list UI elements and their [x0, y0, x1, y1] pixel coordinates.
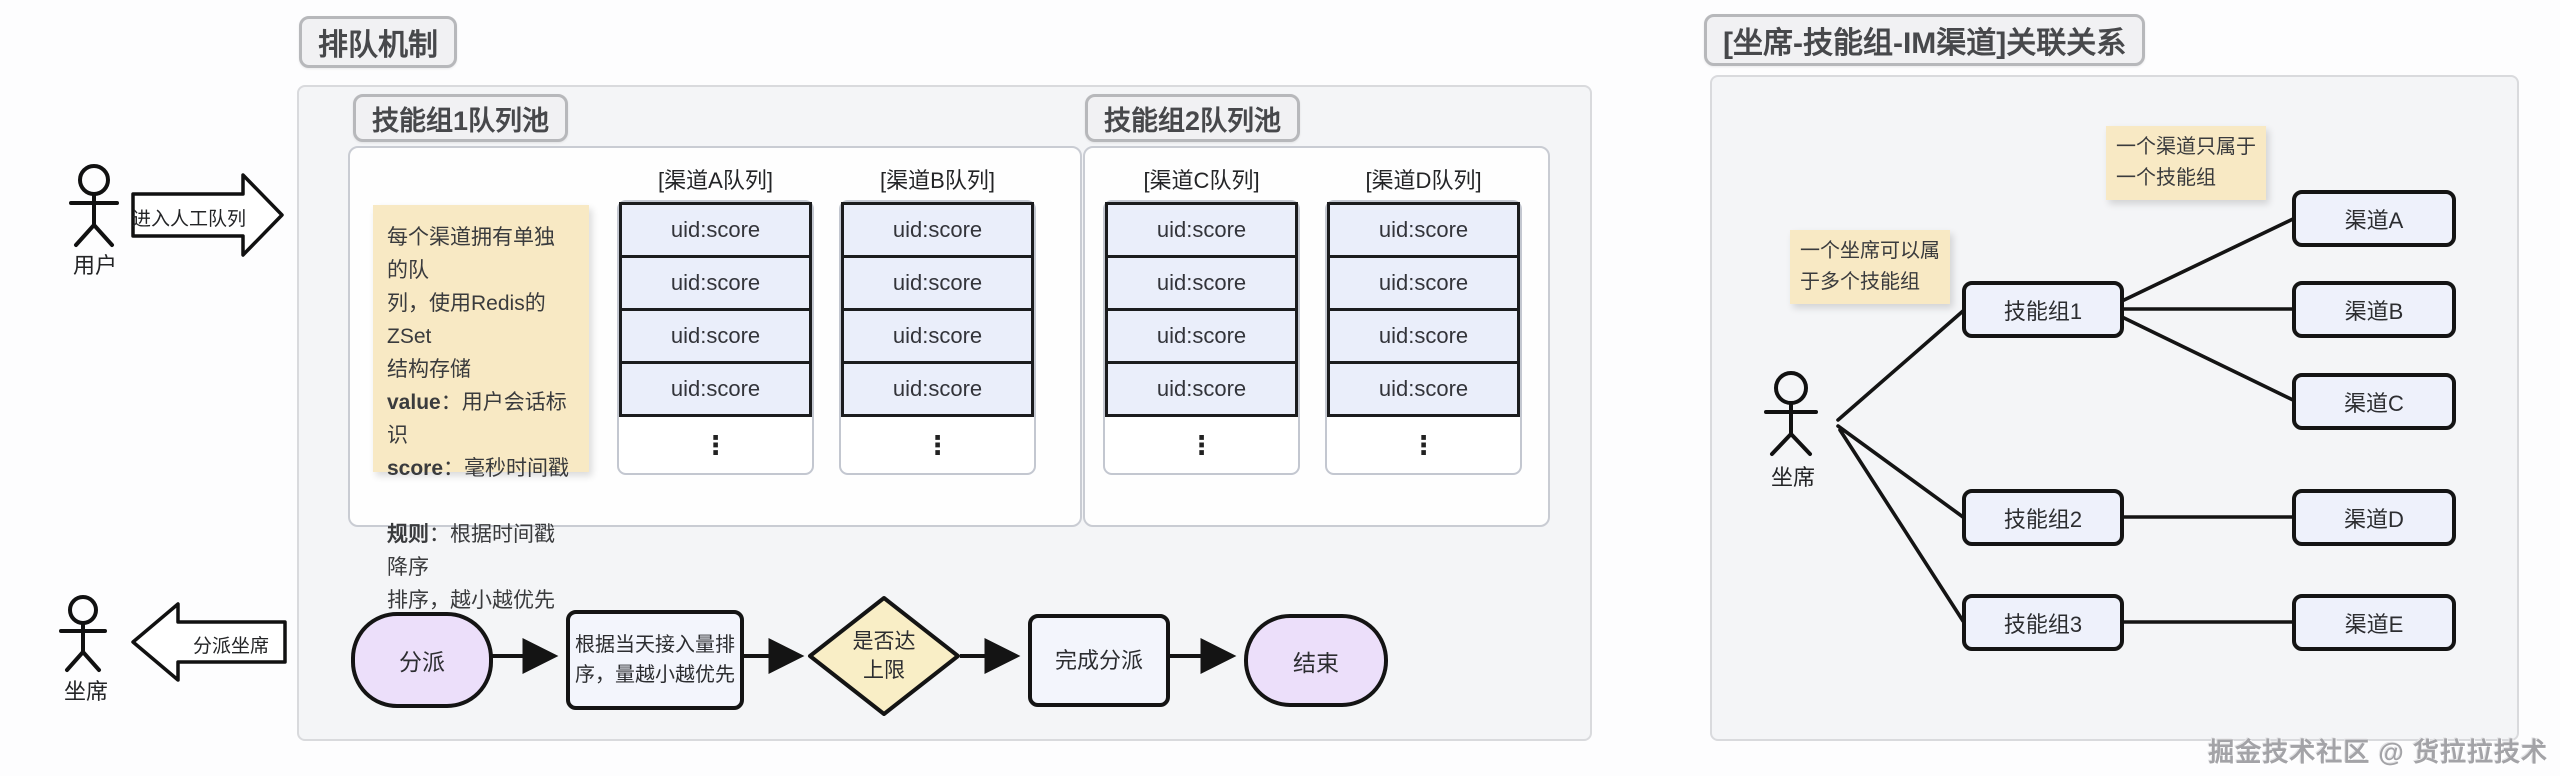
flow-sort-node: 根据当天接入量排序，量越小越优先 — [566, 610, 744, 710]
flow-start-node: 分派 — [351, 612, 493, 708]
pool1-title: 技能组1队列池 — [372, 105, 550, 136]
note-line: 列，使用Redis的ZSet — [387, 292, 546, 348]
channel-d-node: 渠道D — [2292, 489, 2456, 546]
flow-start-label: 分派 — [399, 649, 445, 675]
queue-column-c: [渠道C队列] uid:score uid:score uid:score ui… — [1103, 166, 1300, 475]
right-title-badge: [坐席-技能组-IM渠道]关联关系 — [1704, 14, 2146, 66]
skill-group-2-label: 技能组2 — [2003, 506, 2083, 532]
queue-row: uid:score — [841, 255, 1034, 311]
flow-sort-label: 根据当天接入量排序，量越小越优先 — [575, 634, 735, 686]
assign-agent-arrow-label: 分派坐席 — [193, 636, 270, 657]
channel-d-label: 渠道D — [2344, 506, 2404, 532]
note-line: score：毫秒时间戳 — [387, 457, 570, 480]
user-actor-label: 用户 — [72, 253, 118, 278]
queue-d-header: [渠道D队列] — [1365, 168, 1482, 193]
queue-row: uid:score — [619, 255, 812, 311]
queue-a-table: uid:score uid:score uid:score uid:score … — [617, 200, 814, 475]
queue-row: uid:score — [841, 308, 1034, 364]
channel-a-node: 渠道A — [2292, 190, 2456, 247]
skill-group-3-node: 技能组3 — [1962, 594, 2124, 651]
queue-c-header: [渠道C队列] — [1143, 168, 1260, 193]
queue-ellipsis: ⋮ — [924, 429, 951, 460]
queue-row: uid:score — [1105, 255, 1298, 311]
queue-b-header: [渠道B队列] — [880, 168, 995, 193]
skill-group-1-label: 技能组1 — [2003, 298, 2083, 324]
user-actor-icon — [69, 164, 119, 247]
agent-actor-icon — [59, 595, 107, 672]
note-line: 每个渠道拥有单独的队 — [387, 226, 555, 282]
queue-ellipsis: ⋮ — [702, 429, 729, 460]
queue-row: uid:score — [1327, 308, 1520, 364]
channel-onegroup-note: 一个渠道只属于一个技能组 — [2106, 126, 2266, 200]
flow-done-label: 完成分派 — [1054, 647, 1143, 673]
queue-d-table: uid:score uid:score uid:score uid:score … — [1325, 200, 1522, 475]
channel-e-node: 渠道E — [2292, 594, 2456, 651]
agent-multigroup-note-text: 一个坐席可以属于多个技能组 — [1800, 240, 1940, 293]
channel-b-node: 渠道B — [2292, 281, 2456, 338]
flow-done-node: 完成分派 — [1028, 614, 1170, 707]
flow-decision-label-box: 是否达上限 — [844, 627, 924, 685]
note-line: value：用户会话标识 — [387, 391, 567, 447]
note-line: 规则：根据时间戳降序 — [387, 523, 555, 579]
channel-a-label: 渠道A — [2344, 207, 2404, 233]
queue-column-b: [渠道B队列] uid:score uid:score uid:score ui… — [839, 166, 1036, 475]
queue-row: uid:score — [1105, 308, 1298, 364]
note-line — [387, 485, 575, 518]
channel-e-label: 渠道E — [2344, 611, 2404, 637]
queue-row: uid:score — [619, 361, 812, 417]
skill-group-2-node: 技能组2 — [1962, 489, 2124, 546]
left-title-badge: 排队机制 — [299, 16, 457, 68]
note-line: 结构存储 — [387, 358, 471, 381]
queue-row: uid:score — [1327, 255, 1520, 311]
pool1-title-badge: 技能组1队列池 — [353, 94, 569, 142]
queue-column-a: [渠道A队列] uid:score uid:score uid:score ui… — [617, 166, 814, 475]
queue-ellipsis: ⋮ — [1410, 429, 1437, 460]
queue-row: uid:score — [1327, 202, 1520, 258]
pool2-title: 技能组2队列池 — [1104, 105, 1282, 136]
pool2-title-badge: 技能组2队列池 — [1085, 94, 1301, 142]
agent-multigroup-note: 一个坐席可以属于多个技能组 — [1790, 230, 1950, 304]
queue-row: uid:score — [841, 361, 1034, 417]
agent-actor-label: 坐席 — [63, 679, 109, 704]
queue-row: uid:score — [1105, 202, 1298, 258]
left-title: 排队机制 — [318, 29, 438, 62]
skill-group-1-node: 技能组1 — [1962, 281, 2124, 338]
right-title: [坐席-技能组-IM渠道]关联关系 — [1723, 27, 2127, 60]
queue-a-header: [渠道A队列] — [658, 168, 773, 193]
flow-end-label: 结束 — [1293, 649, 1339, 676]
queue-row: uid:score — [619, 308, 812, 364]
channel-c-node: 渠道C — [2292, 373, 2456, 430]
channel-onegroup-note-text: 一个渠道只属于一个技能组 — [2116, 136, 2256, 189]
queue-row: uid:score — [841, 202, 1034, 258]
queue-row: uid:score — [619, 202, 812, 258]
queue-b-table: uid:score uid:score uid:score uid:score … — [839, 200, 1036, 475]
enter-queue-arrow-label: 进入人工队列 — [132, 209, 247, 230]
flow-end-node: 结束 — [1244, 614, 1388, 707]
redis-zset-note: 每个渠道拥有单独的队列，使用Redis的ZSet 结构存储 value：用户会话标识… — [373, 205, 589, 612]
queue-row: uid:score — [1327, 361, 1520, 417]
queue-row: uid:score — [1105, 361, 1298, 417]
note-line: 排序，越小越优先 — [387, 589, 555, 612]
flow-decision-label: 是否达上限 — [852, 630, 916, 682]
queue-ellipsis: ⋮ — [1188, 429, 1215, 460]
seat-actor-label: 坐席 — [1770, 465, 1816, 490]
watermark: 掘金技术社区 @ 货拉拉技术 — [2208, 737, 2548, 767]
channel-b-label: 渠道B — [2344, 298, 2404, 324]
queue-column-d: [渠道D队列] uid:score uid:score uid:score ui… — [1325, 166, 1522, 475]
queue-c-table: uid:score uid:score uid:score uid:score … — [1103, 200, 1300, 475]
skill-group-3-label: 技能组3 — [2003, 611, 2083, 637]
channel-c-label: 渠道C — [2344, 390, 2404, 416]
